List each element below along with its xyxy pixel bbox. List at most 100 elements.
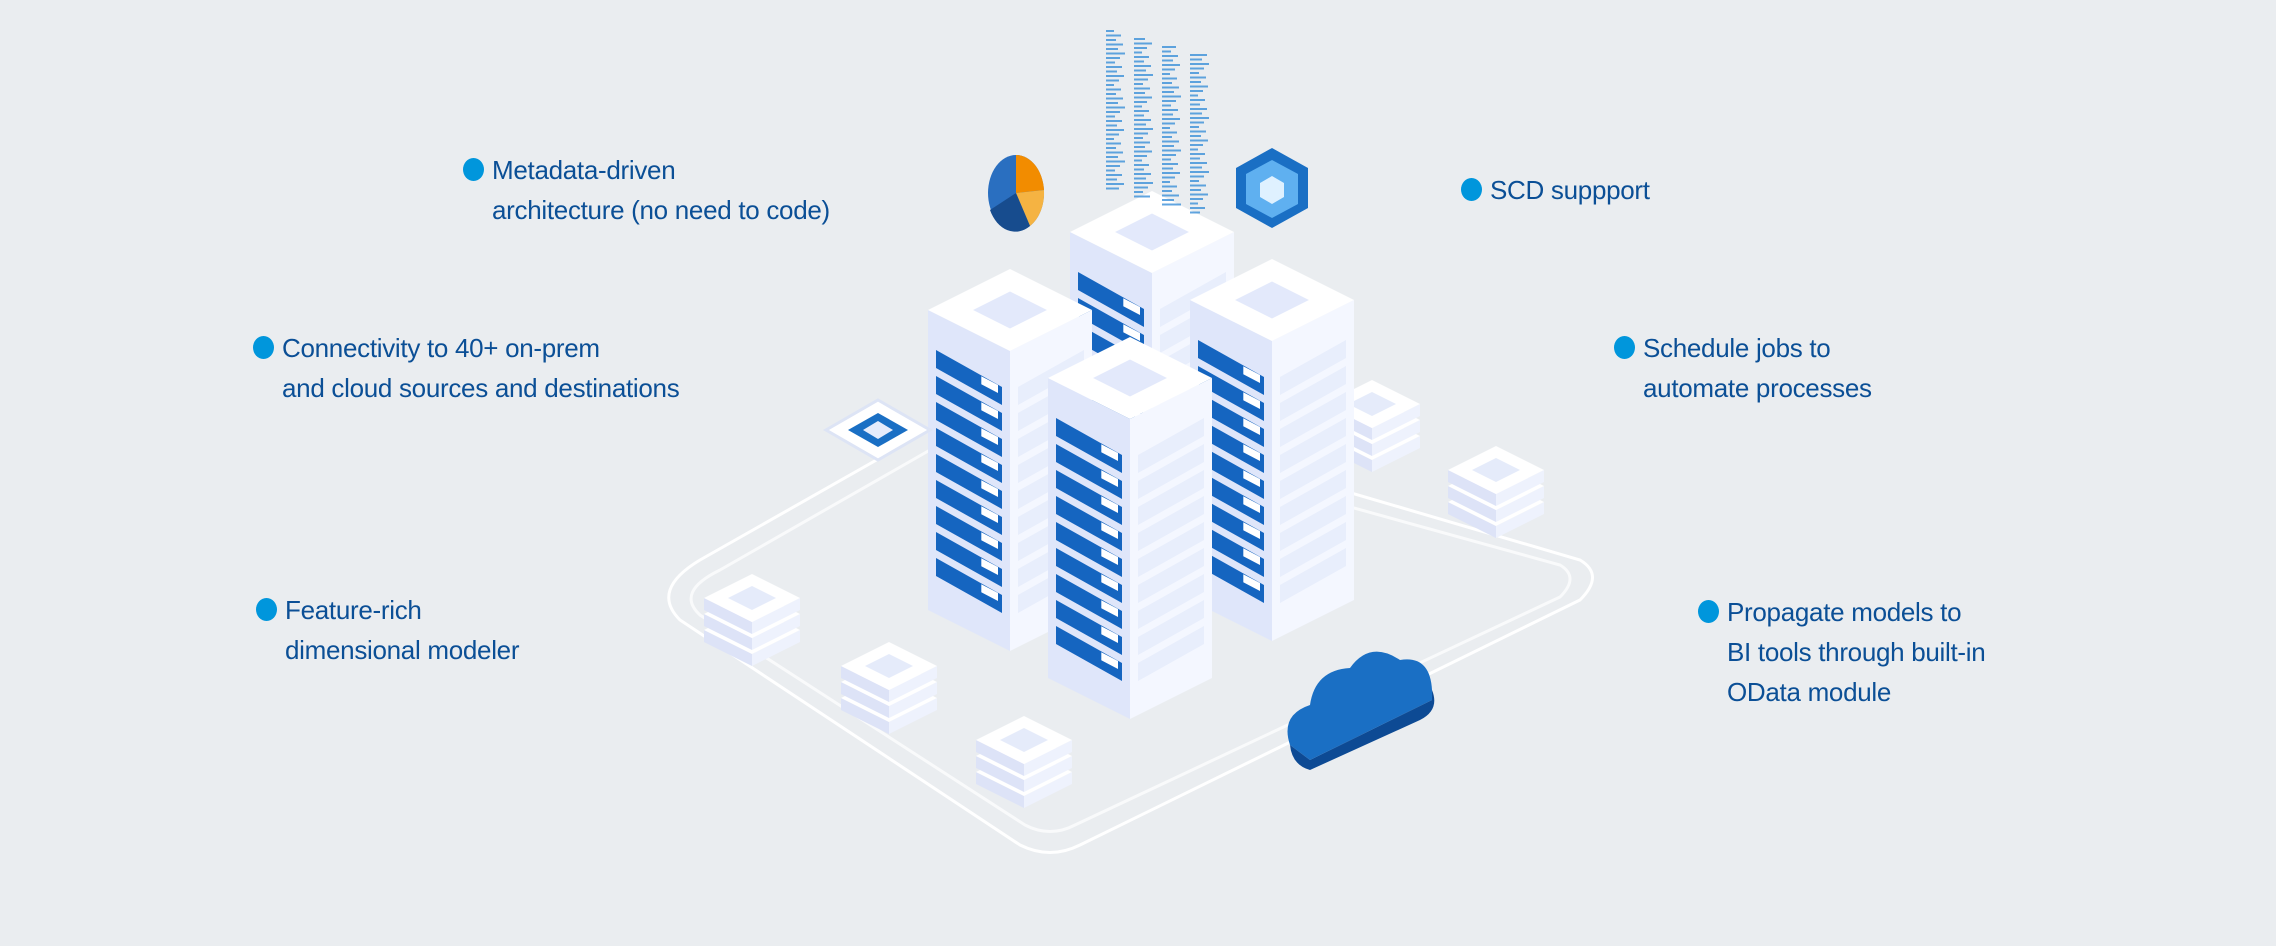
- code-line: [1134, 56, 1149, 58]
- code-line: [1162, 59, 1173, 62]
- code-line: [1106, 147, 1116, 149]
- code-line: [1134, 168, 1144, 171]
- code-line: [1162, 127, 1170, 129]
- code-line: [1190, 198, 1203, 200]
- code-line: [1190, 171, 1209, 173]
- code-line: [1162, 113, 1173, 116]
- code-line: [1106, 30, 1114, 32]
- code-line: [1162, 176, 1175, 179]
- code-line: [1134, 69, 1146, 72]
- code-line: [1162, 46, 1176, 48]
- code-line: [1106, 106, 1125, 109]
- code-line: [1106, 88, 1121, 91]
- code-line: [1134, 87, 1150, 90]
- server-icon: [1190, 259, 1354, 641]
- code-line: [1134, 51, 1142, 54]
- code-line: [1162, 140, 1179, 143]
- code-line: [1162, 73, 1170, 75]
- code-line: [1190, 162, 1207, 164]
- bullet-icon: [1461, 178, 1482, 201]
- code-line: [1134, 128, 1153, 130]
- code-line: [1190, 103, 1200, 106]
- code-line: [1134, 155, 1147, 157]
- code-line: [1106, 124, 1117, 127]
- node-stack-icon: [704, 574, 800, 666]
- code-line: [1162, 100, 1176, 102]
- code-line: [1190, 67, 1204, 70]
- code-line: [1162, 104, 1171, 107]
- pie-chart-icon: [988, 154, 1045, 232]
- code-line: [1106, 66, 1122, 68]
- code-line: [1106, 160, 1125, 163]
- code-line: [1162, 203, 1181, 206]
- feature-line: SCD suppport: [1490, 175, 1650, 205]
- code-line: [1190, 180, 1199, 182]
- code-line: [1106, 187, 1119, 190]
- code-line: [1190, 139, 1208, 142]
- code-line: [1162, 109, 1178, 111]
- code-line: [1134, 96, 1152, 99]
- code-line: [1162, 118, 1180, 120]
- code-line: [1106, 156, 1118, 158]
- code-line: [1190, 72, 1199, 74]
- code-line: [1190, 94, 1198, 97]
- code-line: [1106, 102, 1118, 104]
- code-line: [1162, 91, 1174, 93]
- code-line: [1190, 211, 1200, 214]
- code-line: [1162, 163, 1178, 165]
- code-line: [1106, 178, 1117, 181]
- code-line: [1190, 99, 1205, 101]
- code-line: [1134, 141, 1150, 144]
- code-line: [1190, 148, 1198, 151]
- code-line: [1134, 177, 1146, 180]
- code-line: [1190, 166, 1202, 169]
- code-line: [1106, 97, 1123, 100]
- code-line: [1162, 64, 1180, 66]
- code-line: [1134, 123, 1146, 126]
- code-line: [1134, 105, 1142, 108]
- code-line: [1162, 145, 1174, 147]
- code-line: [1134, 119, 1151, 121]
- code-line: [1162, 95, 1181, 98]
- code-line: [1162, 194, 1179, 197]
- code-line: [1190, 157, 1200, 160]
- code-line: [1190, 126, 1199, 128]
- code-line: [1106, 138, 1114, 140]
- chip-icon: [822, 398, 934, 462]
- code-line: [1190, 117, 1209, 119]
- code-line: [1162, 77, 1177, 80]
- feature-line: Connectivity to 40+ on-prem: [282, 333, 600, 363]
- bullet-icon: [1698, 600, 1719, 623]
- code-line: [1106, 93, 1116, 95]
- code-line: [1162, 82, 1172, 84]
- code-line: [1106, 183, 1124, 185]
- feature-scd: SCD suppport: [1461, 170, 1650, 210]
- code-line: [1106, 48, 1118, 50]
- code-line: [1162, 136, 1172, 138]
- code-line: [1106, 151, 1123, 154]
- code-line: [1106, 43, 1123, 46]
- code-line: [1134, 195, 1150, 198]
- code-line: [1134, 60, 1144, 63]
- node-stack-icon: [976, 716, 1072, 808]
- cloud-icon: [1287, 651, 1435, 770]
- code-lines-icon: [1106, 30, 1209, 214]
- feature-line: Metadata-driven: [492, 155, 676, 185]
- code-line: [1134, 42, 1152, 45]
- code-line: [1106, 70, 1117, 73]
- code-line: [1162, 55, 1178, 57]
- code-line: [1134, 182, 1153, 184]
- code-line: [1190, 90, 1203, 92]
- bullet-icon: [256, 598, 277, 621]
- code-line: [1134, 101, 1147, 103]
- feature-line: Feature-rich: [285, 595, 422, 625]
- code-line: [1190, 202, 1198, 205]
- code-line: [1162, 86, 1179, 89]
- feature-line: Propagate models to: [1727, 597, 1962, 627]
- circuit-loop: [667, 388, 1594, 854]
- code-line: [1106, 84, 1114, 86]
- feature-line: Schedule jobs to: [1643, 333, 1831, 363]
